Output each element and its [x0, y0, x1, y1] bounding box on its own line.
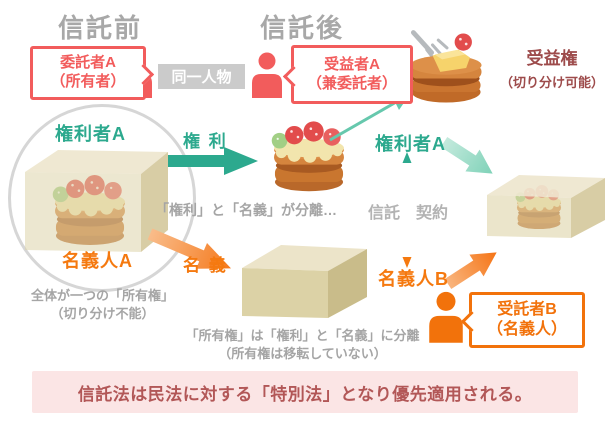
- rights-holder-a-left-label: 権利者A: [55, 124, 126, 144]
- trustee-bubble: 受託者B （名義人）: [460, 292, 585, 348]
- trust-contract-arrow-icon: [402, 152, 412, 268]
- person-icon-trustee: [429, 291, 463, 343]
- trust-contract-label: 信託 契約: [368, 199, 448, 223]
- name-arrow-label: 名 義: [183, 256, 228, 275]
- before-caption-line1: 全体が一つの「所有権」: [30, 288, 174, 303]
- settlor-bubble: 委託者A （所有者）: [30, 46, 155, 100]
- rights-to-box-arrow-icon: [440, 136, 493, 174]
- trustee-label-line1: 受託者B: [497, 301, 557, 318]
- beneficiary-bubble: 受益者A （兼委託者）: [282, 45, 413, 104]
- before-caption: 全体が一つの「所有権」 （切り分け不能）: [5, 287, 200, 322]
- trust-contract-left: 信託: [368, 205, 401, 222]
- beneficiary-right-sub: （切り分け可能）: [499, 75, 604, 90]
- person-icon-beneficiary: [252, 52, 282, 98]
- before-caption-line2: （切り分け不能）: [50, 305, 155, 321]
- separation-note: 「権利」と「名義」が分離…: [155, 202, 337, 218]
- nominal-holder-a-label: 名義人A: [62, 251, 133, 271]
- empty-box-illustration: [242, 245, 367, 318]
- rights-holder-a-right-label: 権利者A: [375, 134, 446, 154]
- middle-box-caption-line1: 「所有権」は「権利」と「名義」に分離: [185, 328, 420, 343]
- rights-arrow-label: 権 利: [183, 132, 228, 151]
- ownership-circle: [8, 104, 196, 292]
- boxed-cake-after-illustration: [487, 175, 605, 238]
- trust-contract-right: 契約: [416, 205, 449, 222]
- same-person-label: 同一人物: [158, 64, 245, 89]
- name-to-box-arrow-icon: [444, 252, 497, 290]
- header-after-trust: 信託後: [260, 13, 345, 43]
- beneficiary-label-line1: 受益者A: [324, 55, 380, 73]
- pancake-fork-icon: [410, 30, 482, 103]
- rights-arrow-icon: [168, 147, 258, 175]
- nominal-holder-b-label: 名義人B: [378, 269, 449, 289]
- settlor-label-line1: 委託者A: [60, 54, 116, 72]
- bubble-tail: [282, 65, 305, 87]
- name-arrow-icon: [147, 228, 232, 269]
- middle-box-caption-line2: （所有権は移転していない）: [218, 345, 387, 361]
- bottom-note-banner: 信託法は民法に対する「特別法」となり優先適用される。: [32, 371, 578, 413]
- middle-box-caption: 「所有権」は「権利」と「名義」に分離 （所有権は移転していない）: [185, 327, 420, 362]
- boxed-cake-before-illustration: [25, 150, 168, 252]
- beneficiary-label-line2: （兼委託者）: [306, 74, 397, 92]
- beneficiary-right-title: 受益権: [526, 49, 578, 68]
- trustee-label-line2: （名義人）: [486, 321, 567, 338]
- beneficiary-right-label: 受益権 （切り分け可能）: [496, 44, 608, 91]
- header-before-trust: 信託前: [58, 13, 143, 43]
- settlor-label-line2: （所有者）: [50, 73, 126, 90]
